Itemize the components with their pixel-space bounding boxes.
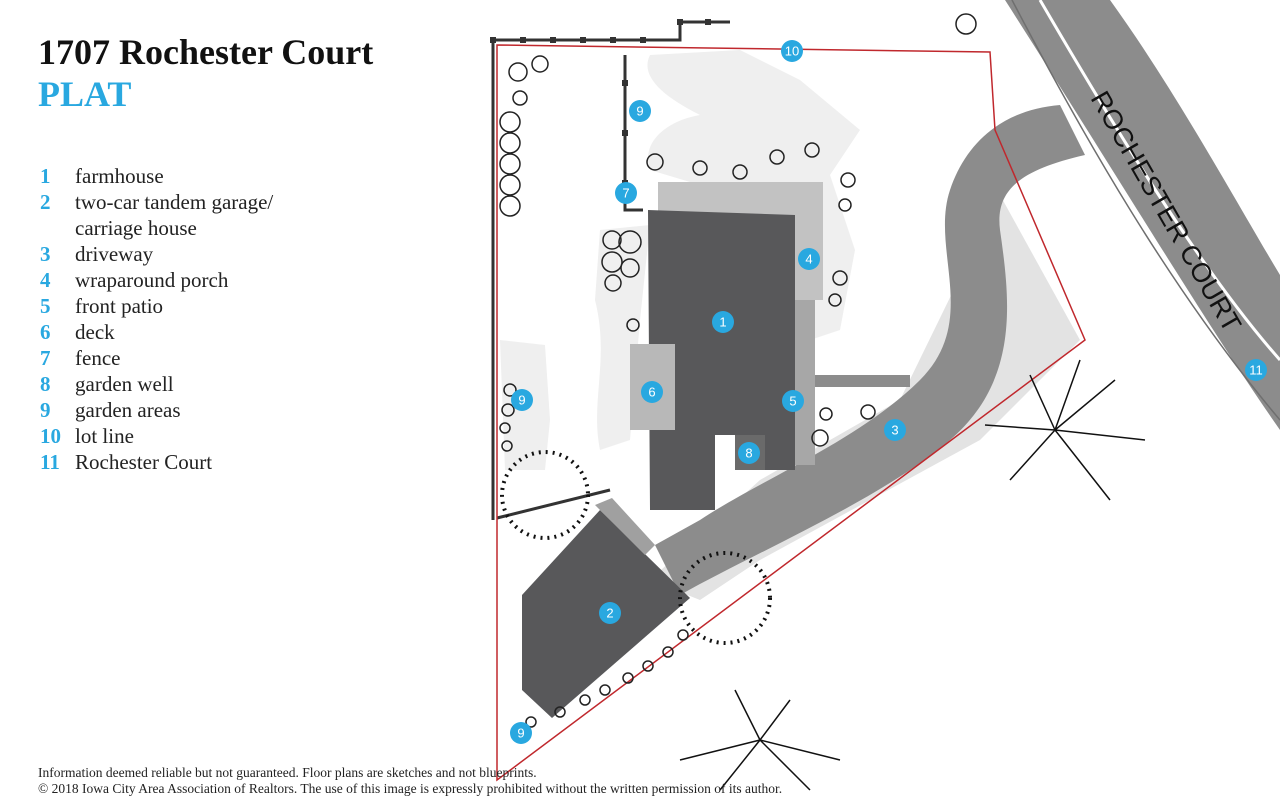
legend-number: 4 xyxy=(40,268,51,292)
legend-number: 11 xyxy=(40,450,60,474)
legend-list: 1 farmhouse 2 two-car tandem garage/ carri… xyxy=(40,163,480,475)
map-markers: 1 2 3 4 5 6 7 8 9 9 9 10 11 xyxy=(510,40,1267,744)
marker-garden-well[interactable]: 8 xyxy=(738,442,760,464)
tree-canopies xyxy=(500,450,772,645)
legend-label: farmhouse xyxy=(75,164,164,188)
svg-text:2: 2 xyxy=(606,606,613,621)
page-title: 1707 Rochester Court xyxy=(38,32,374,72)
legend-number: 2 xyxy=(40,190,51,214)
legend-number: 9 xyxy=(40,398,51,422)
marker-wraparound-porch[interactable]: 4 xyxy=(798,248,820,270)
page-subtitle: PLAT xyxy=(38,74,132,114)
copyright-line: © 2018 Iowa City Area Association of Rea… xyxy=(38,781,783,796)
svg-text:1: 1 xyxy=(719,315,726,330)
legend-label: Rochester Court xyxy=(75,450,213,474)
rochester-court-road xyxy=(1005,0,1280,430)
legend-item: 2 two-car tandem garage/ xyxy=(40,189,480,215)
legend-label: two-car tandem garage/ xyxy=(75,190,274,214)
legend-label: carriage house xyxy=(75,216,197,240)
svg-text:8: 8 xyxy=(745,446,752,461)
marker-front-patio[interactable]: 5 xyxy=(782,390,804,412)
garage-breezeway xyxy=(595,498,655,555)
legend-item: carriage house xyxy=(40,215,480,241)
lot-line xyxy=(496,44,1086,782)
legend-item: 1 farmhouse xyxy=(40,163,480,189)
legend-number: 10 xyxy=(40,424,61,448)
legend-label: fence xyxy=(75,346,121,370)
legend-item: 3 driveway xyxy=(40,241,480,267)
marker-driveway[interactable]: 3 xyxy=(884,419,906,441)
legend-item: 7 fence xyxy=(40,345,480,371)
shrubs xyxy=(499,13,977,728)
marker-deck[interactable]: 6 xyxy=(641,381,663,403)
legend-number: 8 xyxy=(40,372,51,396)
legend-number: 5 xyxy=(40,294,51,318)
legend-label: driveway xyxy=(75,242,154,266)
svg-text:10: 10 xyxy=(785,44,799,59)
svg-text:9: 9 xyxy=(517,726,524,741)
marker-farmhouse[interactable]: 1 xyxy=(712,311,734,333)
svg-text:9: 9 xyxy=(636,104,643,119)
marker-garden-area[interactable]: 9 xyxy=(629,100,651,122)
legend-number xyxy=(40,215,75,241)
legend-item: 9 garden areas xyxy=(40,397,480,423)
legend-number: 6 xyxy=(40,320,51,344)
front-walk xyxy=(810,375,910,387)
legend-number: 7 xyxy=(40,346,51,370)
disclaimer-line: Information deemed reliable but not guar… xyxy=(38,765,537,780)
disclaimer: Information deemed reliable but not guar… xyxy=(38,765,782,797)
legend-label: deck xyxy=(75,320,115,344)
large-trees xyxy=(679,359,1146,791)
legend-item: 11 Rochester Court xyxy=(40,449,480,475)
legend-label: garden well xyxy=(75,372,174,396)
svg-text:7: 7 xyxy=(622,186,629,201)
legend-label: lot line xyxy=(75,424,134,448)
marker-lot-line[interactable]: 10 xyxy=(781,40,803,62)
legend-label: wraparound porch xyxy=(75,268,229,292)
legend-item: 5 front patio xyxy=(40,293,480,319)
legend-label: front patio xyxy=(75,294,164,318)
garden-area xyxy=(595,225,650,450)
driveway xyxy=(655,105,1085,595)
marker-garage[interactable]: 2 xyxy=(599,602,621,624)
marker-rochester-court[interactable]: 11 xyxy=(1245,359,1267,381)
svg-text:9: 9 xyxy=(518,393,525,408)
legend-item: 4 wraparound porch xyxy=(40,267,480,293)
svg-text:11: 11 xyxy=(1249,363,1263,378)
svg-text:5: 5 xyxy=(789,394,796,409)
legend-number: 3 xyxy=(40,242,51,266)
svg-text:6: 6 xyxy=(648,385,655,400)
legend-item: 10 lot line xyxy=(40,423,480,449)
legend-label: garden areas xyxy=(75,398,181,422)
legend-item: 6 deck xyxy=(40,319,480,345)
marker-fence[interactable]: 7 xyxy=(615,182,637,204)
legend-number: 1 xyxy=(40,164,51,188)
marker-garden-area[interactable]: 9 xyxy=(511,389,533,411)
legend-item: 8 garden well xyxy=(40,371,480,397)
marker-garden-area[interactable]: 9 xyxy=(510,722,532,744)
garden-area xyxy=(647,50,860,340)
svg-text:4: 4 xyxy=(805,252,812,267)
svg-text:3: 3 xyxy=(891,423,898,438)
